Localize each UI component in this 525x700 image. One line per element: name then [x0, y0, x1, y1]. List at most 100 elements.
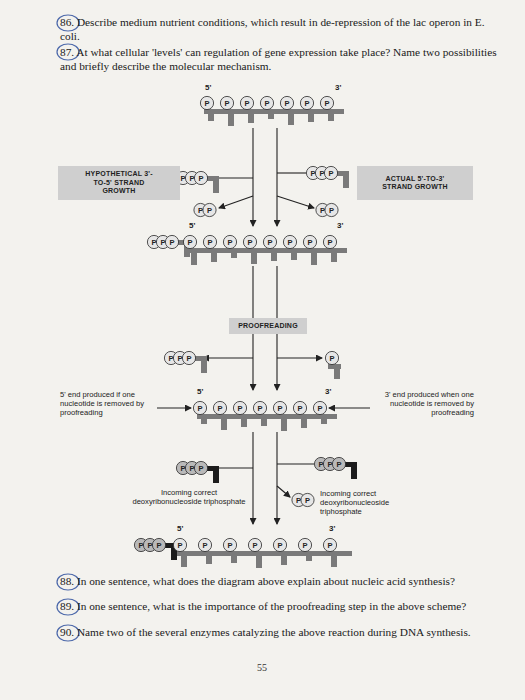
phosphate-label: P — [248, 238, 257, 247]
base-tooth — [331, 554, 337, 567]
phosphate-circle — [325, 351, 338, 364]
release-arrow — [277, 196, 314, 208]
strand-end-label: 5' — [205, 83, 211, 92]
base-tooth — [201, 358, 207, 373]
question-text: 86. Describe medium nutrient conditions,… — [60, 16, 505, 43]
base-tooth — [206, 554, 212, 564]
phosphate-label: P — [278, 541, 287, 550]
base-tooth — [268, 112, 274, 119]
phosphate-label: P — [205, 99, 214, 108]
phosphate-label: P — [318, 404, 327, 413]
phosphate-circle — [193, 401, 206, 414]
phosphate-label: P — [245, 99, 254, 108]
phosphate-label: PPP — [169, 354, 196, 363]
base-tooth — [281, 417, 287, 431]
phosphate-label: P — [285, 99, 294, 108]
phosphate-circle — [323, 235, 336, 248]
phosphate-circle — [263, 235, 276, 248]
phosphate-label: P — [228, 541, 237, 550]
phosphate-label: P — [225, 99, 234, 108]
phosphate-label: PPP — [311, 169, 338, 178]
annotation-text: Incoming correct deoxyribonucleoside tri… — [320, 489, 420, 516]
phosphate-label: P — [228, 238, 237, 247]
base-tooth — [308, 112, 314, 122]
step-arrow — [252, 128, 253, 226]
phosphate-circle — [280, 96, 293, 109]
phosphate-label: P — [303, 541, 312, 550]
phosphate-label: P — [238, 404, 247, 413]
phosphate-label: P — [265, 99, 274, 108]
strand-end-label: 3' — [335, 83, 341, 92]
step-arrow — [252, 432, 253, 524]
base-tooth — [328, 112, 334, 121]
label-band: PROOFREADING — [229, 318, 307, 334]
phosphate-label: P — [253, 541, 262, 550]
label-band: HYPOTHETICAL 3'-TO-5' STRAND GROWTH — [58, 166, 180, 200]
strand-end-label: 3' — [325, 387, 331, 396]
annotation-text: 5' end produced if one nucleotide is rem… — [60, 390, 155, 417]
annotation-text: 3' end produced when one nucleotide is r… — [374, 390, 474, 417]
base-tooth — [211, 251, 217, 262]
phosphate-label: P — [305, 99, 314, 108]
base-tooth — [311, 251, 317, 265]
removal-arrow — [203, 357, 253, 358]
phosphate-label: PPP — [181, 174, 208, 183]
step-arrow — [276, 432, 277, 524]
base-tooth — [271, 251, 277, 261]
phosphate-circle — [240, 96, 253, 109]
strand-end-label: 3' — [337, 221, 343, 230]
phosphate-label: P — [288, 238, 297, 247]
phosphate-circle — [273, 401, 286, 414]
removal-arrow — [277, 357, 322, 358]
phosphate-label: P — [198, 404, 207, 413]
base-tooth — [201, 417, 207, 424]
base-tooth — [248, 112, 254, 123]
strand-end-label: 5' — [197, 387, 203, 396]
base-tooth — [213, 178, 219, 193]
base-tooth — [191, 251, 197, 265]
base-tooth — [213, 468, 219, 483]
phosphate-circle — [233, 401, 246, 414]
phosphate-label: P — [188, 238, 197, 247]
base-tooth — [321, 417, 327, 424]
phosphate-circle — [248, 538, 261, 551]
pointer-arrow — [157, 407, 191, 408]
page-number: 55 — [257, 662, 267, 673]
join-line — [277, 463, 314, 464]
base-tooth — [261, 417, 267, 426]
strand-end-label: 5' — [189, 221, 195, 230]
phosphate-label: P — [330, 354, 339, 363]
phosphate-label: P — [268, 238, 277, 247]
pointer-arrow — [329, 407, 370, 408]
band-text: ACTUAL 5'-TO-3' STRAND GROWTH — [379, 175, 451, 192]
question-text: 87. At what cellular 'levels' can regula… — [60, 46, 505, 73]
phosphate-label: P — [328, 541, 337, 550]
base-tooth — [241, 417, 247, 427]
phosphate-circle — [183, 235, 196, 248]
join-line — [214, 467, 253, 468]
phosphate-circle — [300, 96, 313, 109]
step-arrow — [276, 128, 277, 226]
phosphate-circle — [200, 96, 213, 109]
base-tooth — [208, 112, 214, 121]
band-text: PROOFREADING — [238, 322, 298, 331]
phosphate-label: PPP — [181, 464, 208, 473]
base-tooth — [351, 464, 357, 479]
phosphate-circle — [243, 235, 256, 248]
phosphate-label: PP — [296, 496, 314, 505]
base-tooth — [334, 367, 340, 379]
question-text: 88. In one sentence, what does the diagr… — [60, 575, 520, 589]
phosphate-label: PP — [198, 206, 216, 215]
phosphate-label: P — [208, 238, 217, 247]
phosphate-label: PPP — [152, 238, 179, 247]
base-tooth — [251, 251, 257, 264]
phosphate-circle — [260, 96, 273, 109]
phosphate-circle — [303, 235, 316, 248]
base-tooth — [231, 251, 237, 258]
base-tooth — [256, 554, 262, 568]
phosphate-label: P — [218, 404, 227, 413]
phosphate-circle — [313, 401, 326, 414]
phosphate-circle — [323, 538, 336, 551]
strand-end-label: 5' — [177, 524, 183, 533]
